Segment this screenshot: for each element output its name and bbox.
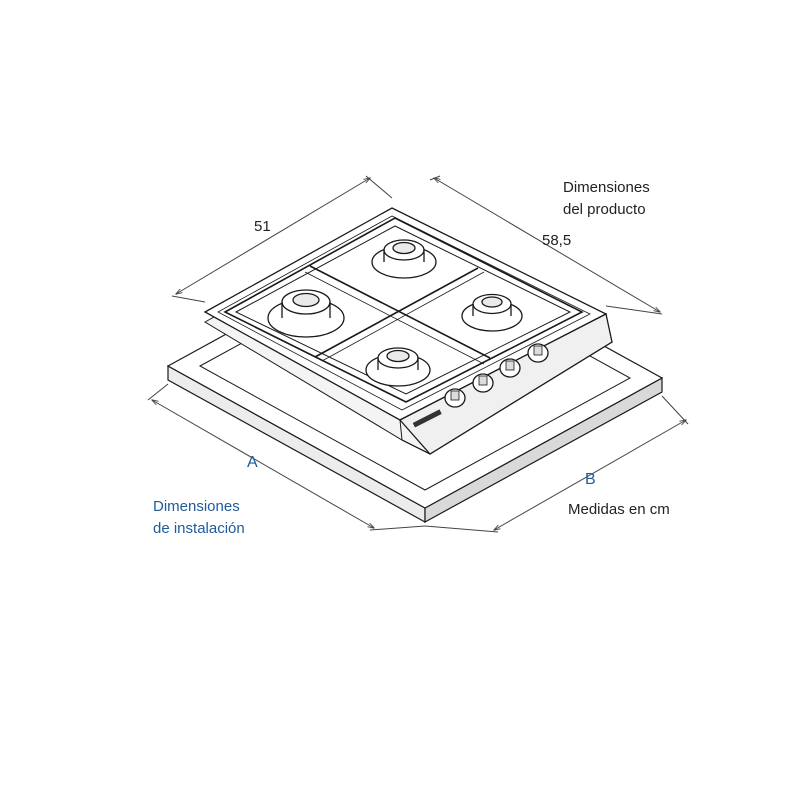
burner-front bbox=[365, 347, 431, 387]
burner-back bbox=[371, 239, 437, 279]
dim-line-b bbox=[494, 420, 686, 530]
product-dimensions-line2: del producto bbox=[563, 201, 646, 218]
dim-line-a bbox=[152, 400, 374, 528]
control-knobs bbox=[412, 343, 549, 428]
dimension-lines bbox=[147, 175, 689, 533]
install-dimension-a: A bbox=[247, 454, 258, 471]
width-dimension-value: 51 bbox=[254, 218, 271, 235]
install-dimensions-title: Dimensiones de instalación bbox=[153, 496, 245, 540]
product-dimensions-line1: Dimensiones bbox=[563, 179, 650, 196]
knob-2 bbox=[472, 373, 494, 393]
install-dimension-b: B bbox=[585, 471, 596, 488]
install-dimensions-line1: Dimensiones bbox=[153, 498, 240, 515]
units-note: Medidas en cm bbox=[568, 501, 670, 518]
depth-dimension-value: 58,5 bbox=[542, 232, 572, 249]
dim-line-width bbox=[176, 178, 370, 294]
knob-3 bbox=[499, 358, 521, 378]
install-dimensions-line2: de instalación bbox=[153, 520, 245, 537]
dim-line-depth bbox=[434, 178, 660, 312]
burner-left bbox=[267, 289, 345, 338]
knob-1 bbox=[444, 388, 466, 408]
knob-4 bbox=[527, 343, 549, 363]
brand-plate bbox=[412, 409, 442, 428]
product-dimensions-title: Dimensiones del producto bbox=[563, 177, 650, 221]
